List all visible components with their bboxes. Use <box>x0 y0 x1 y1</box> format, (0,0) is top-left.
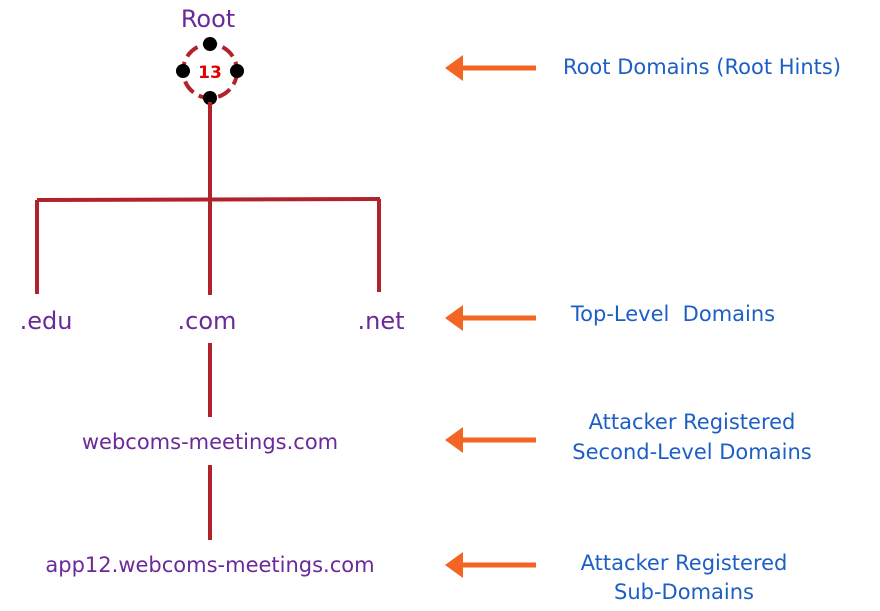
tld-com: .com <box>178 307 237 335</box>
tier-label-tld: Top-Level Domains <box>570 302 775 326</box>
root-label: Root <box>181 5 235 33</box>
tier-label-sub-domain-line1: Attacker Registered <box>581 551 788 575</box>
root-server-icon: 13 <box>176 37 244 105</box>
root-server-dot-top <box>203 37 217 51</box>
sub-domain: app12.webcoms-meetings.com <box>45 553 374 577</box>
root-server-count: 13 <box>198 63 222 83</box>
tier-label-root: Root Domains (Root Hints) <box>563 55 841 79</box>
arrow-second-level-tier <box>445 427 536 453</box>
arrow-left-icon <box>445 552 463 578</box>
root-server-dot-right <box>230 64 244 78</box>
tier-label-second-level-line2: Second-Level Domains <box>572 440 811 464</box>
tld-edu: .edu <box>20 307 73 335</box>
arrow-left-icon <box>445 427 463 453</box>
root-server-dot-left <box>176 64 190 78</box>
arrow-tld-tier <box>445 305 536 331</box>
second-level-domain: webcoms-meetings.com <box>82 430 338 454</box>
root-server-dot-bottom <box>203 91 217 105</box>
arrow-root-tier <box>445 55 536 81</box>
arrow-sub-domain-tier <box>445 552 536 578</box>
tree-connectors <box>35 102 381 540</box>
arrow-left-icon <box>445 305 463 331</box>
arrow-left-icon <box>445 55 463 81</box>
tld-net: .net <box>357 307 404 335</box>
tier-label-second-level-line1: Attacker Registered <box>589 410 796 434</box>
tier-label-sub-domain-line2: Sub-Domains <box>614 580 754 604</box>
connector-tld-bar <box>36 197 381 202</box>
